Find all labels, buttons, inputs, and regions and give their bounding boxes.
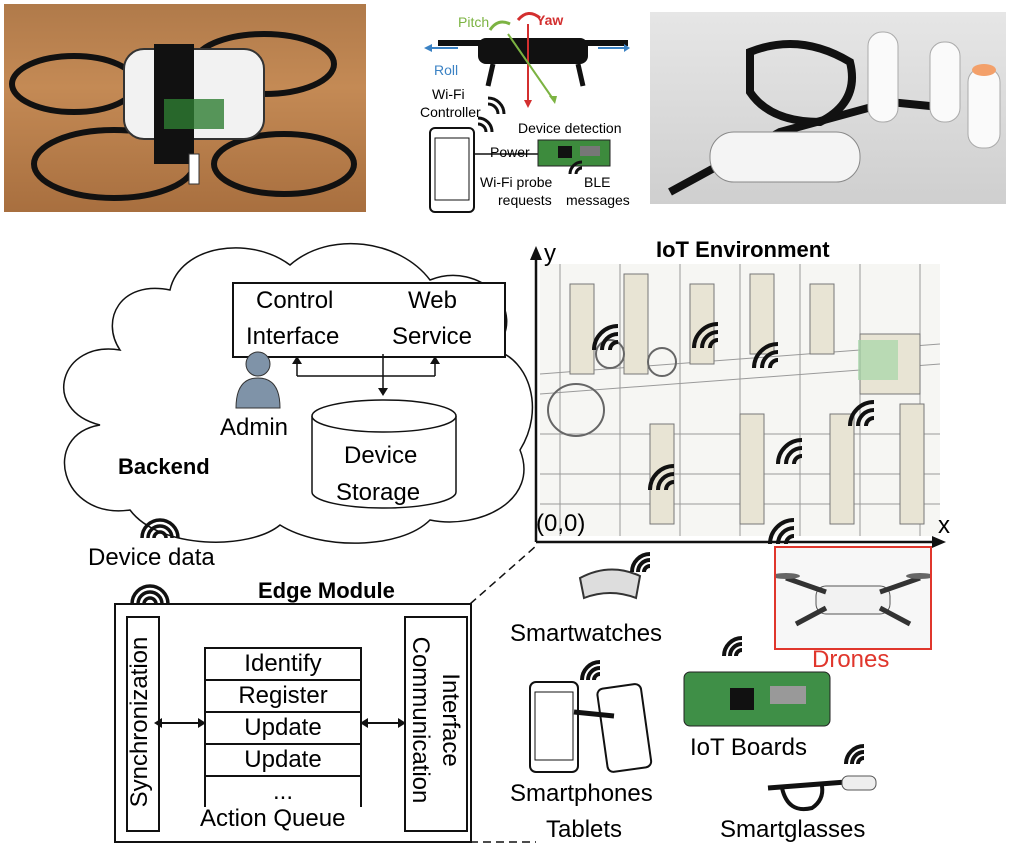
x-axis-label: x	[938, 512, 950, 539]
wifi-icon	[130, 584, 170, 605]
pitch-label: Pitch	[458, 14, 490, 30]
wifi-probe-label-2: requests	[498, 192, 552, 208]
communication-interface-box	[404, 616, 468, 832]
tablets-label: Tablets	[546, 816, 623, 843]
ble-label-1: BLE	[584, 174, 611, 190]
device-storage-label-2: Storage	[336, 479, 421, 506]
smartglasses-icon	[767, 744, 877, 811]
smartglasses-label: Smartglasses	[720, 816, 866, 843]
drone-icon	[772, 573, 934, 627]
iot-board-icon	[683, 636, 831, 727]
device-detection-label: Device detection	[518, 120, 622, 136]
smartglasses-photo	[650, 12, 1006, 204]
drone-photo	[4, 4, 366, 212]
edge-module-title: Edge Module	[258, 578, 395, 603]
storage-connectors	[292, 354, 457, 509]
queue-item: Update	[206, 713, 360, 745]
web-service-label-2: Service	[392, 323, 473, 350]
drones-label: Drones	[812, 646, 890, 673]
ble-label-2: messages	[566, 192, 630, 208]
iot-axes	[530, 246, 946, 548]
wifi-controller-label-1: Wi-Fi	[432, 86, 465, 102]
wifi-icon	[592, 322, 875, 545]
yaw-label: Yaw	[536, 12, 564, 28]
edge-arrows	[154, 718, 406, 728]
web-service-label-1: Web	[408, 287, 457, 314]
communication-interface-label-1: Communication	[407, 636, 434, 804]
admin-person-icon	[235, 351, 281, 409]
smartwatch-icon	[578, 552, 651, 600]
wifi-probe-label-1: Wi-Fi probe	[480, 174, 553, 190]
device-storage-label-1: Device	[344, 442, 418, 469]
wifi-controller-label-2: Controller	[420, 104, 481, 120]
backend-title: Backend	[118, 454, 210, 479]
iot-environment-title: IoT Environment	[656, 237, 830, 262]
action-queue-label: Action Queue	[200, 805, 346, 832]
power-label: Power	[490, 144, 530, 160]
queue-item: Update	[206, 745, 360, 777]
queue-item: ...	[272, 778, 293, 805]
drone-with-guards-illustration	[9, 31, 357, 201]
wifi-icon	[477, 96, 583, 175]
smartphone-tablet-icon	[529, 660, 653, 773]
device-data-label: Device data	[88, 544, 215, 571]
iot-boards-label: IoT Boards	[690, 734, 807, 761]
web-service-box	[368, 282, 506, 358]
control-interface-label-1: Control	[256, 287, 334, 314]
y-axis-label: y	[544, 240, 556, 267]
roll-label: Roll	[434, 62, 459, 78]
drones-box	[772, 546, 934, 650]
dashed-connectors	[469, 545, 537, 843]
queue-item: Register	[206, 681, 360, 713]
control-interface-box	[232, 282, 372, 358]
action-queue: Identify Register Update Update ...	[204, 647, 362, 807]
admin-label: Admin	[220, 414, 289, 441]
smartwatches-label: Smartwatches	[510, 620, 663, 647]
queue-item: Identify	[206, 649, 360, 681]
drone-schematic: Pitch Yaw Roll Wi-Fi Controller Device d…	[418, 4, 632, 214]
control-interface-label-2: Interface	[246, 323, 340, 350]
origin-label: (0,0)	[536, 510, 586, 537]
communication-interface-label-2: Interface	[437, 673, 464, 767]
smartphones-label: Smartphones	[510, 780, 653, 807]
wifi-icon	[140, 518, 180, 539]
edge-module-box	[114, 603, 472, 843]
